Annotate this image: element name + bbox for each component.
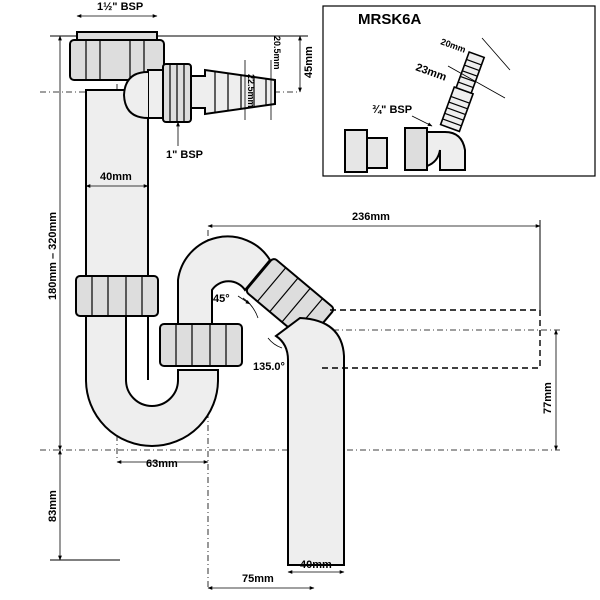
- inset-panel: MRSK6A: [322, 5, 596, 177]
- dim-22-5-label: 22.5mm: [246, 74, 256, 108]
- angle-135-label: 135.0°: [253, 361, 285, 373]
- side-inlet: [122, 63, 276, 123]
- inlet-tube: [85, 89, 149, 277]
- dim-236-label: 236mm: [352, 211, 390, 223]
- swivel-bend: [177, 235, 272, 325]
- inset-bsp-leader: [411, 115, 433, 127]
- dim-83-label: 83mm: [47, 490, 59, 522]
- inset-dim-23-line: [447, 65, 506, 99]
- angle-45-label: 45°: [213, 293, 230, 305]
- inset-connector: [344, 129, 388, 173]
- inset-dim-20-line: [481, 37, 511, 71]
- dim-45-label: 45mm: [303, 46, 315, 78]
- dim-75-label: 75mm: [242, 573, 274, 585]
- trap-body-nut: [75, 275, 159, 317]
- inset-elbow-adaptor: [404, 50, 486, 171]
- outlet-nut: [159, 323, 243, 367]
- dim-40-top-label: 40mm: [100, 171, 132, 183]
- inset-title: MRSK6A: [358, 11, 422, 28]
- outlet-tail: [274, 316, 345, 566]
- dim-top-bsp-label: 1½" BSP: [97, 1, 143, 13]
- dim-side-bsp-label: 1" BSP: [166, 149, 203, 161]
- dim-20-5-label: 20.5mm: [272, 36, 282, 70]
- u-bend: [85, 315, 219, 447]
- inset-bsp-label: ¾" BSP: [372, 104, 412, 116]
- dim-height-label: 180mm – 320mm: [47, 212, 59, 300]
- dim-63-label: 63mm: [146, 458, 178, 470]
- dim-77-label: 77mm: [542, 382, 554, 414]
- angle-45-arc: [242, 297, 259, 319]
- dim-40-bottom-label: 40mm: [300, 559, 332, 571]
- angle-135-arc: [267, 337, 283, 349]
- alt-outlet-position: [320, 309, 541, 369]
